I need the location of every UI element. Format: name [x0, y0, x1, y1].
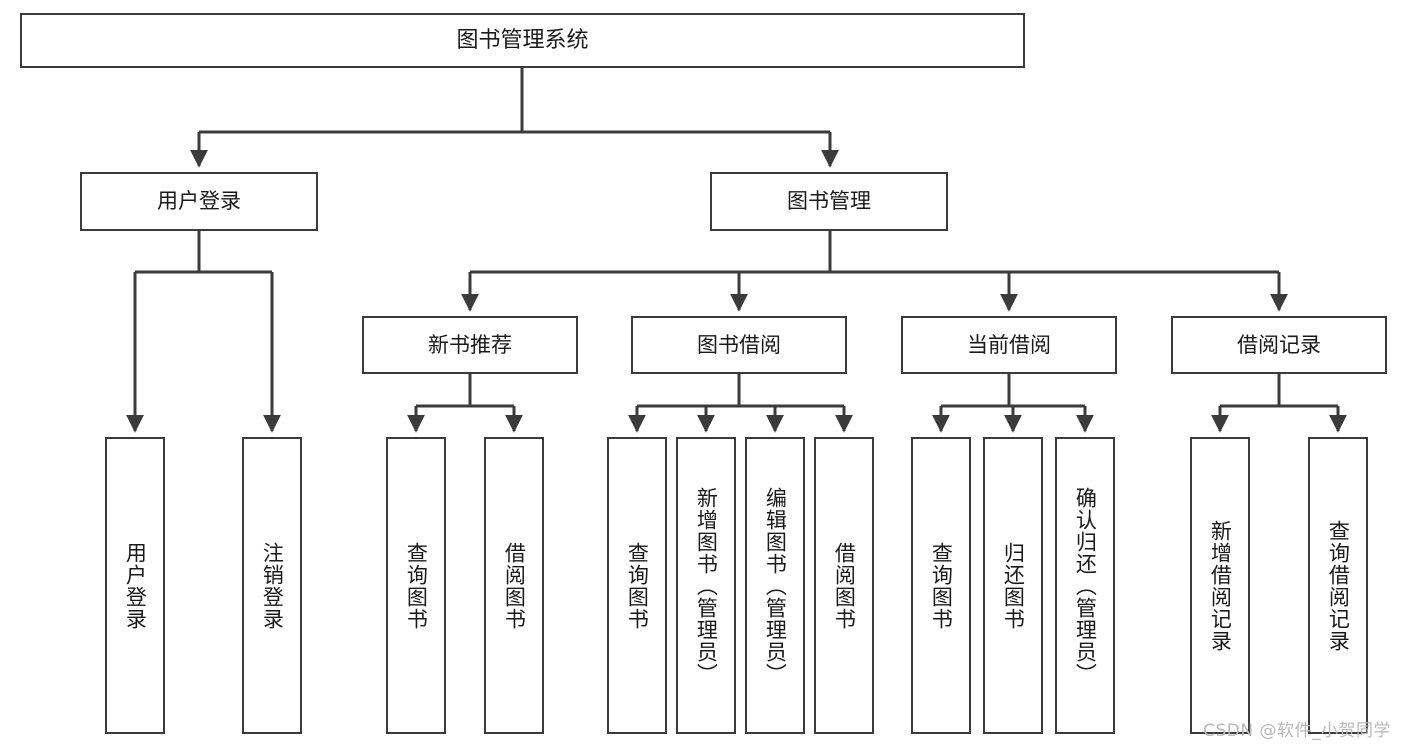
- node-leaf-add-record-label: 新增借阅记录: [1208, 519, 1233, 652]
- node-new-book-rec[interactable]: 新书推荐: [362, 316, 578, 374]
- node-borrow-record-label: 借阅记录: [1237, 332, 1321, 357]
- node-leaf-query-record-label: 查询借阅记录: [1326, 519, 1351, 652]
- node-book-borrow[interactable]: 图书借阅: [631, 316, 847, 374]
- node-leaf-return-book-label: 归还图书: [1001, 541, 1026, 630]
- node-user-login-label: 用户登录: [157, 189, 241, 214]
- node-leaf-query-record[interactable]: 查询借阅记录: [1308, 437, 1368, 734]
- node-root-label: 图书管理系统: [456, 27, 589, 53]
- node-leaf-borrow-book-2-label: 借阅图书: [832, 541, 857, 630]
- node-root[interactable]: 图书管理系统: [20, 13, 1025, 68]
- node-leaf-edit-book[interactable]: 编辑图书（管理员）: [745, 437, 805, 734]
- node-leaf-user-login[interactable]: 用户登录: [105, 437, 165, 734]
- node-user-login[interactable]: 用户登录: [80, 172, 318, 231]
- node-new-book-rec-label: 新书推荐: [428, 332, 512, 357]
- node-leaf-logout-label: 注销登录: [260, 541, 285, 630]
- node-leaf-query-book-1-label: 查询图书: [404, 541, 429, 630]
- node-leaf-add-record[interactable]: 新增借阅记录: [1190, 437, 1250, 734]
- node-borrow-record[interactable]: 借阅记录: [1171, 316, 1387, 374]
- node-leaf-borrow-book-1[interactable]: 借阅图书: [484, 437, 544, 734]
- node-book-manage-label: 图书管理: [787, 189, 871, 214]
- node-leaf-query-book-2-label: 查询图书: [625, 541, 650, 630]
- node-leaf-query-book-3[interactable]: 查询图书: [911, 437, 971, 734]
- node-book-manage[interactable]: 图书管理: [710, 172, 948, 231]
- node-leaf-edit-book-label: 编辑图书（管理员）: [763, 486, 788, 685]
- node-leaf-borrow-book-1-label: 借阅图书: [502, 541, 527, 630]
- node-leaf-add-book[interactable]: 新增图书（管理员）: [676, 437, 736, 734]
- node-current-borrow[interactable]: 当前借阅: [901, 316, 1117, 374]
- node-leaf-query-book-1[interactable]: 查询图书: [386, 437, 446, 734]
- node-leaf-query-book-2[interactable]: 查询图书: [607, 437, 667, 734]
- node-leaf-add-book-label: 新增图书（管理员）: [694, 486, 719, 685]
- node-leaf-confirm-return-label: 确认归还（管理员）: [1073, 486, 1098, 685]
- node-leaf-query-book-3-label: 查询图书: [929, 541, 954, 630]
- node-leaf-user-login-label: 用户登录: [123, 541, 148, 630]
- node-current-borrow-label: 当前借阅: [967, 332, 1051, 357]
- node-leaf-borrow-book-2[interactable]: 借阅图书: [814, 437, 874, 734]
- node-leaf-return-book[interactable]: 归还图书: [983, 437, 1043, 734]
- csdn-watermark: CSDN @软件_小贺同学: [1203, 721, 1391, 741]
- node-book-borrow-label: 图书借阅: [697, 332, 781, 357]
- node-leaf-logout[interactable]: 注销登录: [242, 437, 302, 734]
- node-leaf-confirm-return[interactable]: 确认归还（管理员）: [1055, 437, 1115, 734]
